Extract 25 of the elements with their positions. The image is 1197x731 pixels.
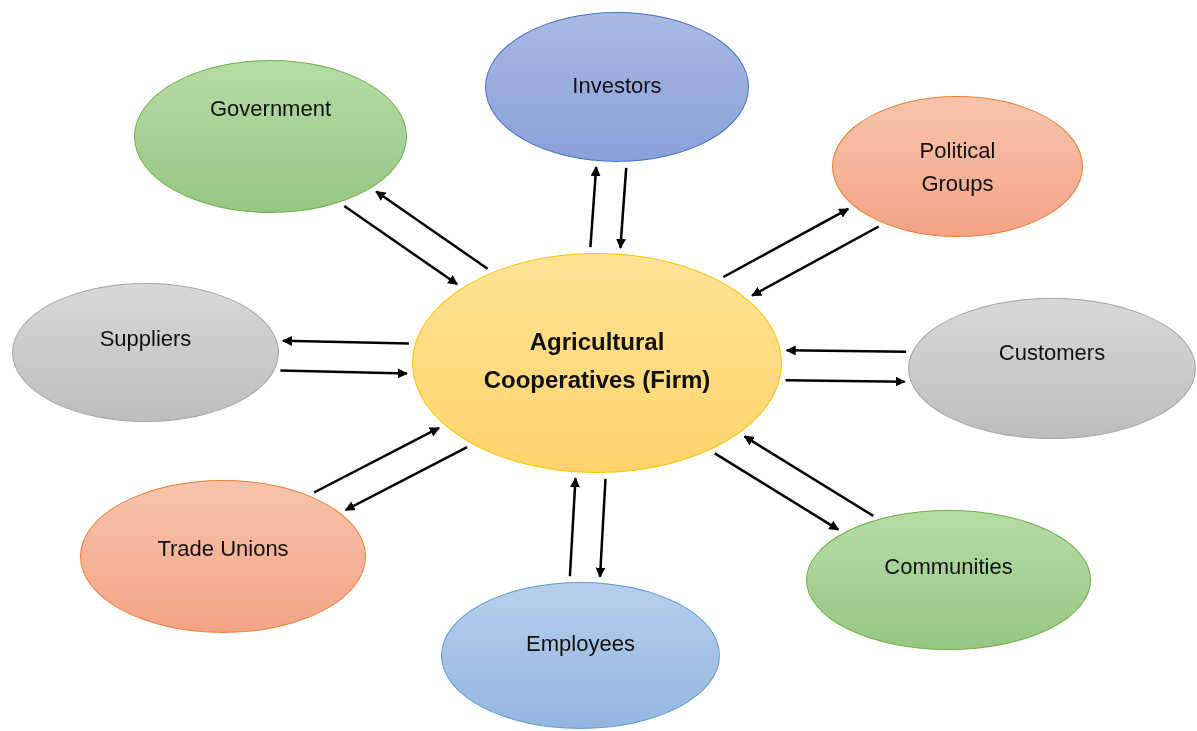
node-label: Trade Unions [157, 535, 289, 563]
arrow [343, 204, 458, 286]
node-label: Investors [572, 71, 662, 100]
node-label: Communities [884, 552, 1013, 581]
arrow [568, 477, 580, 577]
arrow [375, 190, 489, 270]
arrow [714, 452, 840, 531]
node-label: Suppliers [99, 325, 192, 353]
arrow [282, 335, 409, 346]
node-label: Agricultural Cooperatives (Firm) [482, 326, 712, 395]
arrow [616, 167, 628, 249]
arrow [785, 345, 907, 356]
node-label: Government [209, 95, 332, 123]
node-label: Political Groups [918, 136, 997, 198]
arrow [785, 376, 906, 387]
arrow [751, 225, 880, 297]
node-label: Customers [998, 339, 1106, 367]
arrow [743, 435, 874, 517]
arrow [589, 166, 601, 248]
arrow [313, 426, 440, 494]
arrow [280, 368, 408, 379]
arrow [722, 207, 850, 279]
arrow [344, 446, 468, 512]
node-label: Employees [526, 630, 635, 658]
arrow [595, 478, 607, 578]
